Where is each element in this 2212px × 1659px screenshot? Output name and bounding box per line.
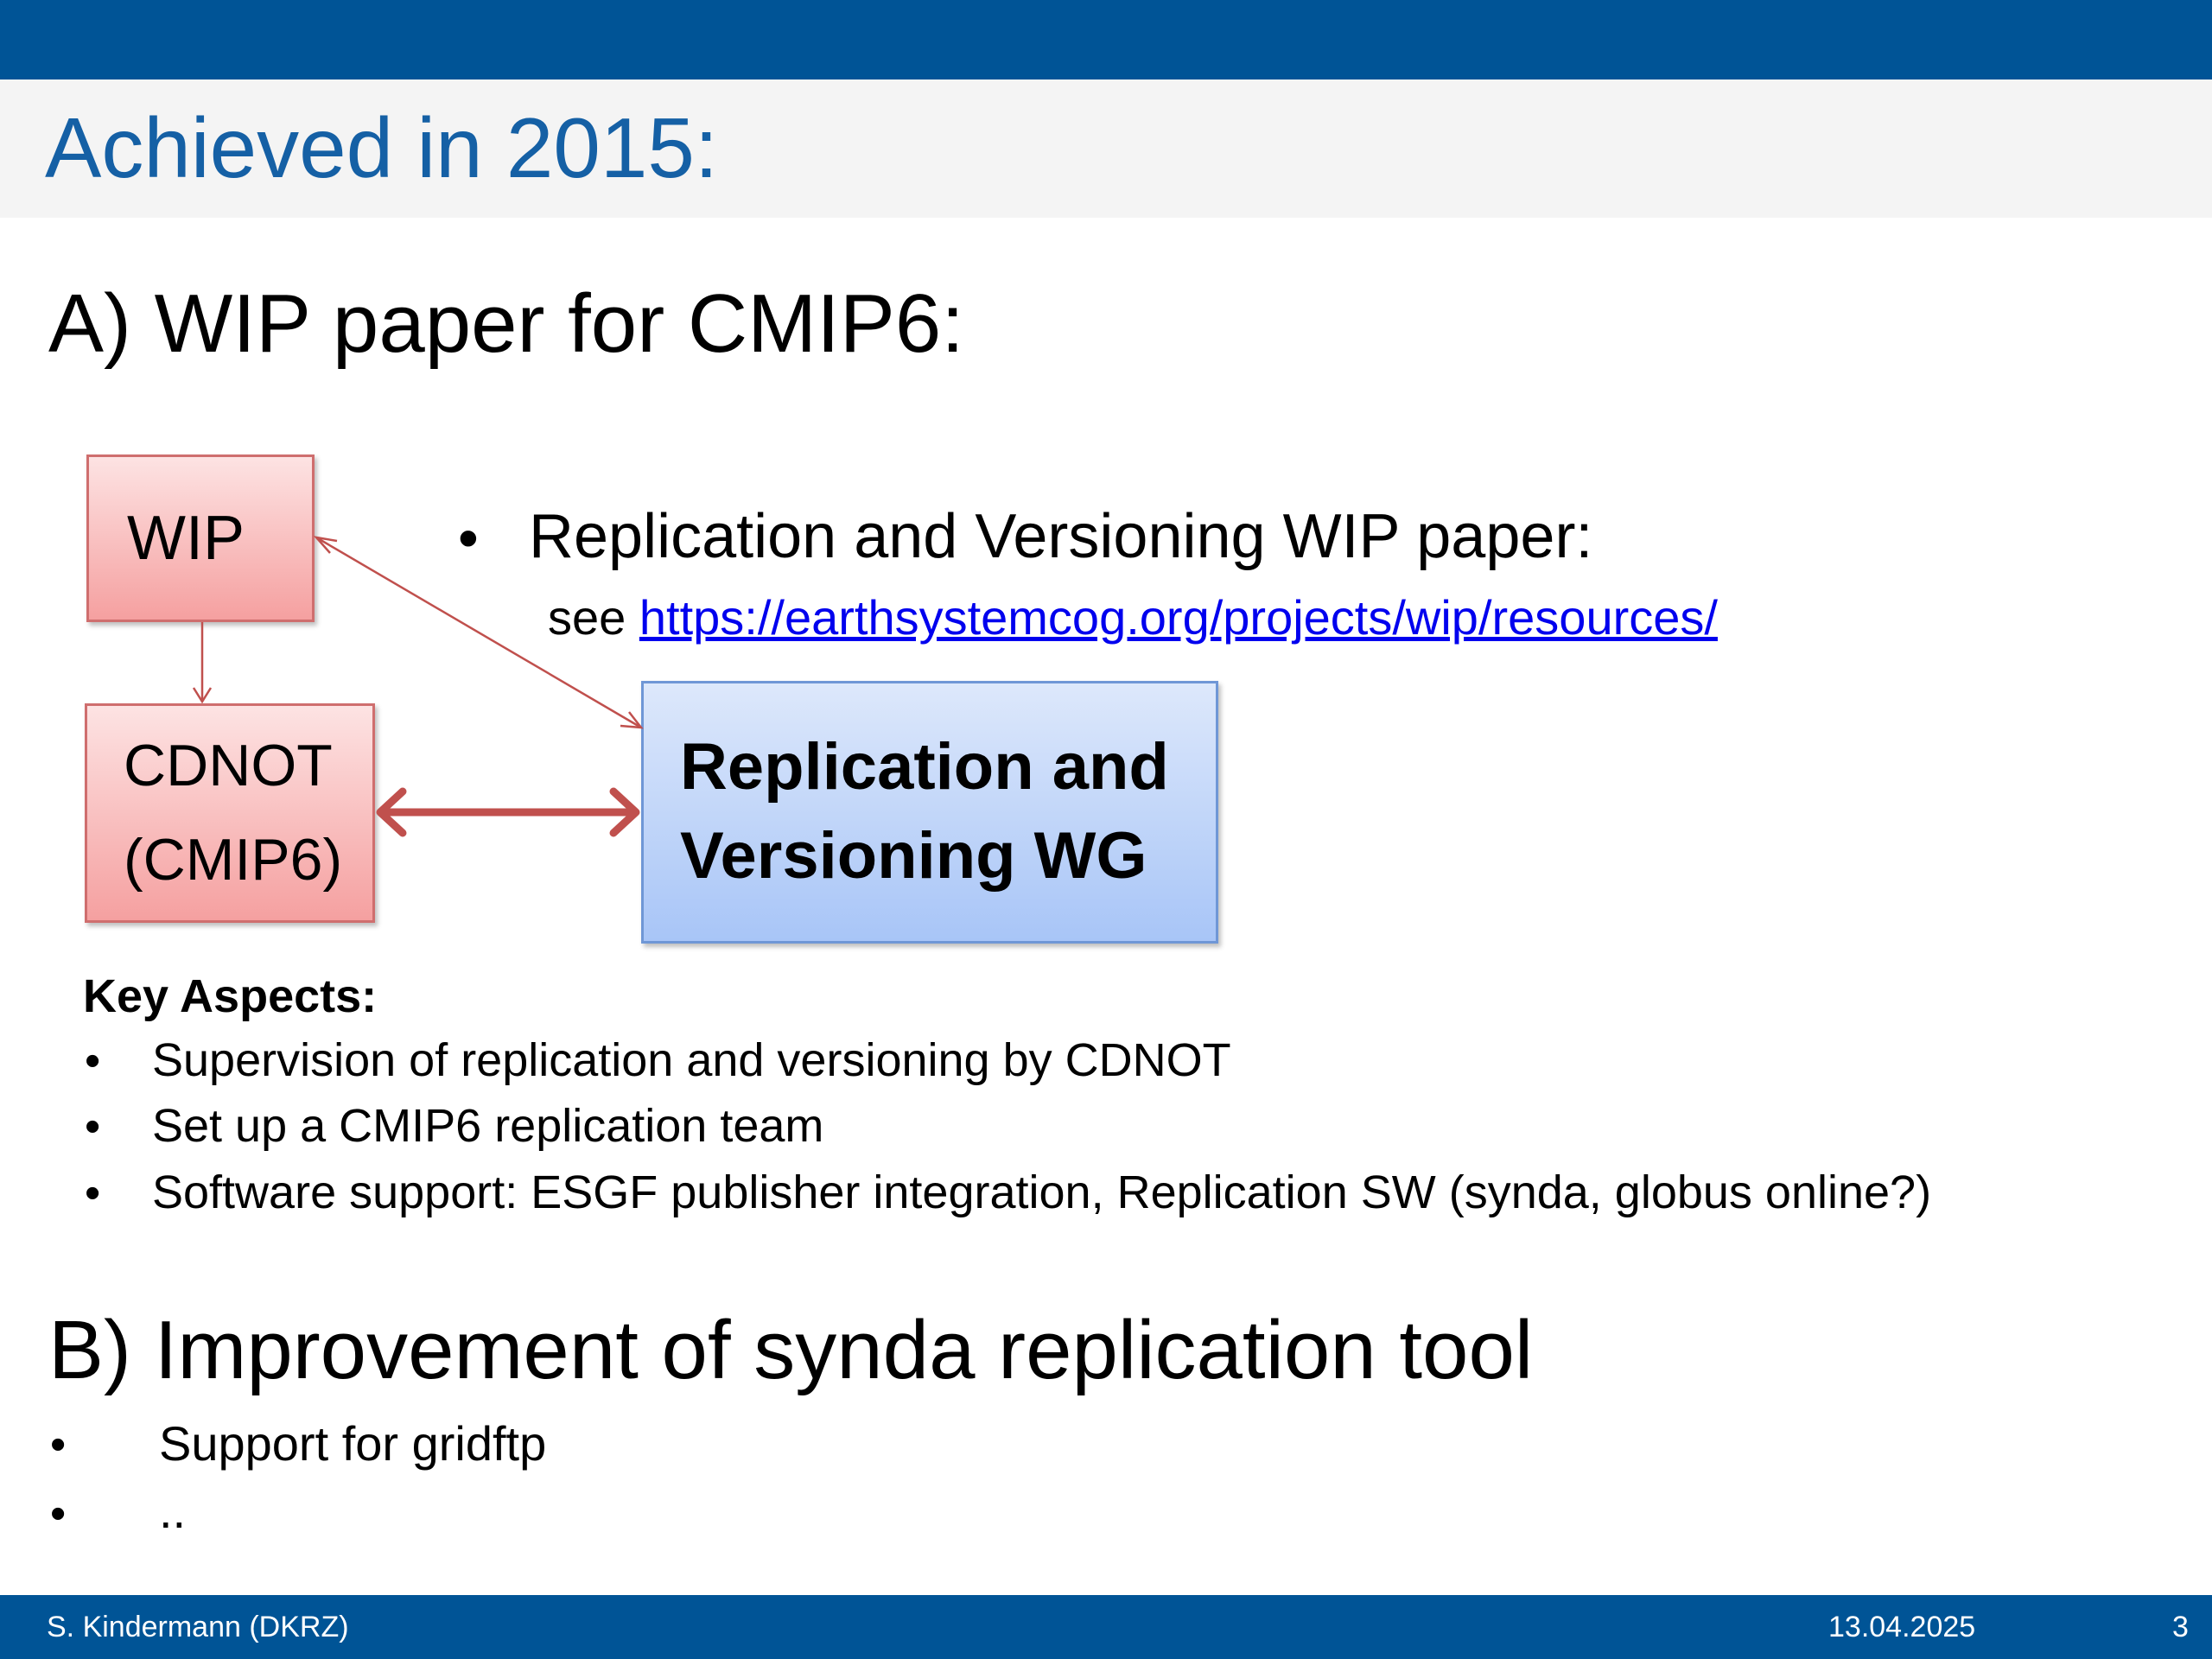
rv-paper-bullet: Replication and Versioning WIP paper: (529, 502, 1593, 571)
cdnot-wg-double-arrow (376, 787, 640, 837)
list-item: .. (159, 1484, 187, 1538)
bullet-dot: • (458, 505, 479, 571)
cdnot-label-line1: CDNOT (124, 733, 333, 799)
list-item: Supervision of replication and versionin… (152, 1034, 1231, 1086)
bullet-dot: • (50, 1489, 67, 1539)
list-item: Set up a CMIP6 replication team (152, 1100, 824, 1152)
footer-date: 13.04.2025 (1828, 1611, 1976, 1643)
bullet-dot: • (85, 1036, 101, 1086)
replication-wg-box: Replication and Versioning WG (641, 681, 1218, 944)
rv-paper-see-line: see https://earthsystemcog.org/projects/… (548, 589, 1718, 645)
footer-page-number: 3 (2172, 1611, 2189, 1643)
cdnot-label-line2: (CMIP6) (124, 827, 343, 893)
footer-bar: S. Kindermann (DKRZ) 13.04.2025 3 (0, 1595, 2212, 1659)
bullet-dot: • (85, 1102, 101, 1152)
wip-label: WIP (127, 504, 245, 573)
section-b-heading: B) Improvement of synda replication tool (48, 1304, 1534, 1396)
wip-resources-link[interactable]: https://earthsystemcog.org/projects/wip/… (639, 590, 1718, 645)
cdnot-box: CDNOT (CMIP6) (85, 703, 375, 923)
wg-label-line1: Replication and (680, 730, 1169, 804)
title-band (0, 79, 2212, 218)
slide-title: Achieved in 2015: (45, 100, 719, 195)
wip-box: WIP (86, 454, 315, 622)
wip-to-cdnot-arrow (192, 622, 213, 704)
bullet-dot: • (50, 1420, 67, 1470)
see-prefix: see (548, 590, 639, 645)
section-a-heading: A) WIP paper for CMIP6: (48, 277, 964, 370)
list-item: Support for gridftp (159, 1416, 547, 1471)
list-item: Software support: ESGF publisher integra… (152, 1166, 1932, 1218)
bullet-dot: • (85, 1168, 101, 1218)
footer-author: S. Kindermann (DKRZ) (47, 1611, 349, 1643)
wg-label-line2: Versioning WG (680, 819, 1147, 893)
key-aspects-heading: Key Aspects: (83, 970, 378, 1022)
top-banner (0, 0, 2212, 79)
